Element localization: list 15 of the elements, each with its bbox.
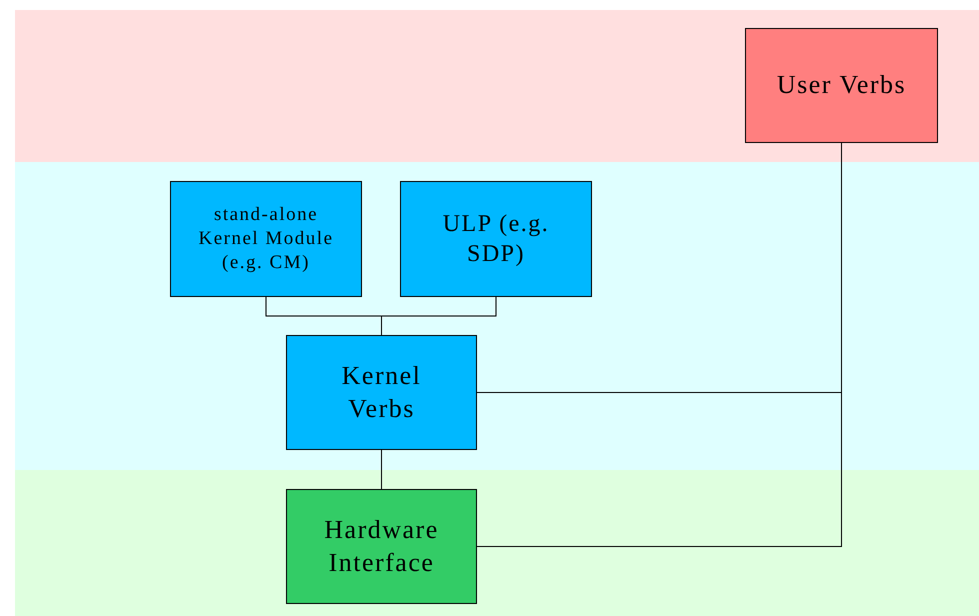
component-box	[286, 489, 477, 604]
box-label: User Verbs	[776, 69, 906, 102]
component-box	[400, 181, 592, 297]
box-label: ULP (e.g. SDP)	[442, 210, 550, 269]
component-box	[745, 28, 938, 143]
box-label: Kernel Verbs	[340, 360, 422, 424]
component-box	[286, 335, 477, 450]
layer-band	[15, 162, 979, 470]
box-label: Hardware Interface	[323, 514, 440, 578]
box-label: stand-alone Kernel Module (e.g. CM)	[197, 203, 335, 275]
layer-band	[15, 10, 979, 162]
layer-band	[15, 470, 979, 616]
connector-line	[381, 296, 496, 336]
component-box	[170, 181, 362, 297]
connector-line	[381, 450, 382, 490]
